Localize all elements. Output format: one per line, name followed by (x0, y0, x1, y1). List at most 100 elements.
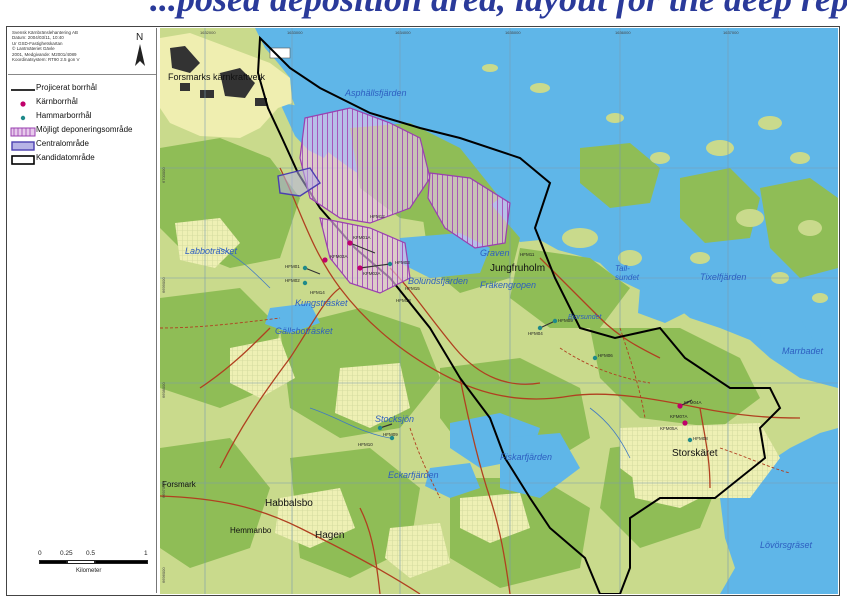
place-label: Gällsboträsket (275, 326, 333, 336)
coordinate-label: 1637000 (723, 30, 739, 35)
borehole-label: HFM04 (528, 331, 543, 336)
roads (160, 167, 801, 594)
central-area-swatch-icon (10, 138, 36, 151)
borehole-label: HFM08 (693, 436, 708, 441)
meta-line: Koordinatsystem: RT90 2.5 gon V (12, 57, 80, 63)
north-arrow-icon (135, 44, 145, 66)
place-label: Eckarfjärden (388, 470, 439, 480)
borehole-label: HFM11 (520, 252, 535, 257)
sea-area (255, 28, 838, 388)
legend-item-hammer-borehole: Hammarborrhål (10, 108, 156, 122)
possible-deposition-area (299, 107, 511, 294)
coordinate-label: 6696000 (161, 567, 166, 583)
place-label: Hemmanbo (230, 526, 272, 535)
scale-tick: 0 (38, 550, 42, 557)
map-metadata: Svensk Kärnbränslehantering AB Datum: 20… (12, 30, 110, 62)
coordinate-label: 6699000 (161, 277, 166, 293)
cropped-title-banner: ...posed deposition area, layout for the… (0, 0, 847, 30)
legend-label: Kandidatområde (36, 152, 95, 162)
place-label: Fiskarfjärden (500, 452, 553, 462)
coordinate-label: 1635000 (505, 30, 521, 35)
central-area (277, 167, 321, 197)
place-label: Storskäret (672, 448, 718, 459)
place-label: Hagen (315, 530, 345, 541)
legend-item-projected-borehole: Projicerat borrhål (10, 80, 156, 94)
place-label: Bjorsundet (568, 314, 602, 321)
borehole-label: KFM07A (670, 414, 688, 419)
borehole-label: HFM05 (558, 318, 573, 323)
borehole-label: HFM15 (405, 286, 420, 291)
coordinate-label: 1634000 (395, 30, 411, 35)
place-label: Bolundsfjärden (408, 276, 469, 286)
line-swatch-icon (10, 82, 36, 92)
scale-tick: 0.25 (60, 550, 73, 557)
place-label: Graven (480, 248, 510, 258)
place-label: Habbalsbo (265, 498, 313, 509)
borehole-label: HFM13 (396, 298, 411, 303)
streams (219, 247, 631, 459)
legend-divider (8, 74, 156, 75)
meta-line: 2001, Medgivande: M2001/4089 (12, 51, 77, 57)
meta-line: Svensk Kärnbränslehantering AB (12, 30, 79, 35)
coordinate-label: 1633000 (287, 30, 303, 35)
legend-label: Möjligt deponeringsområde (36, 124, 133, 134)
place-label: Jungfruholm (490, 263, 546, 274)
scale-segment (95, 560, 148, 564)
coordinate-label: 1636000 (615, 30, 631, 35)
coordinate-label: 6700000 (161, 167, 166, 183)
borehole-label: HFM06 (598, 353, 613, 358)
banner-text: ...posed deposition area, layout for the… (150, 0, 847, 20)
borehole-label: KFM05A (660, 426, 678, 431)
legend-label: Centralområde (36, 138, 89, 148)
hammer-boreholes (302, 261, 693, 443)
borehole-label: KFM02A (363, 271, 381, 276)
place-label: Lövörsgräset (760, 540, 813, 550)
borehole-label: HFM12 (370, 214, 385, 219)
place-label: Fräkengropen (480, 280, 537, 290)
place-label: Tall- sundet (615, 264, 640, 282)
legend-item-candidate-area: Kandidatområde (10, 150, 156, 165)
meta-line: Datum: 2004/03/11, 10:40 (12, 35, 64, 41)
place-label: Stocksjön (375, 414, 415, 424)
legend-list: Projicerat borrhål Kärnborrhål Hammarbor… (10, 80, 156, 165)
coordinate-label: 1632000 (200, 30, 216, 35)
place-label: Tixelfjärden (700, 272, 747, 282)
borehole-label: HFM02 (285, 278, 300, 283)
legend-item-possible-deposition-area: Möjligt deponeringsområde (10, 122, 156, 137)
lakes (265, 233, 815, 498)
dot-teal-icon (10, 110, 36, 121)
borehole-label: HFM03 (395, 260, 410, 265)
legend-item-central-area: Centralområde (10, 136, 156, 151)
scale-segment (39, 560, 67, 564)
legend-label: Hammarborrhål (36, 110, 92, 120)
scale-tick: 1 (144, 550, 148, 557)
scale-segment (67, 560, 95, 564)
north-arrow: N (130, 32, 150, 70)
map-canvas (160, 28, 838, 594)
place-label: Kungsträsket (295, 298, 348, 308)
legend-label: Kärnborrhål (36, 96, 78, 106)
legend-label: Projicerat borrhål (36, 82, 97, 92)
borehole-label: KFM01A (353, 235, 371, 240)
meta-line: © Lantmäteriet Gävle (12, 46, 55, 52)
scale-unit: Kilometer (76, 568, 102, 574)
islands (482, 64, 828, 303)
place-label: Labboträsket (185, 246, 238, 256)
map-area: 1632000 1633000 1634000 1635000 1636000 … (160, 28, 838, 594)
place-label: Forsmarks kärnkraftverk (168, 72, 266, 82)
scale-bar: 0 0.25 0.5 1 Kilometer (38, 550, 154, 590)
sea-southeast (720, 428, 838, 594)
borehole-label: HFM10 (358, 442, 373, 447)
scale-tick: 0.5 (86, 550, 96, 557)
borehole-label: KFM03A (330, 254, 348, 259)
legend-item-core-borehole: Kärnborrhål (10, 94, 156, 108)
coordinate-label: 6698000 (161, 382, 166, 398)
hatch-swatch-icon (10, 124, 36, 137)
borehole-label: HFM09 (383, 432, 398, 437)
dot-magenta-icon (10, 96, 36, 107)
borehole-label: HFM01 (285, 264, 300, 269)
borehole-label: HFM14 (310, 290, 325, 295)
meta-line: Ur GSD-Fastighetskartan (12, 40, 63, 46)
legend-panel: Svensk Kärnbränslehantering AB Datum: 20… (8, 28, 157, 593)
candidate-area-swatch-icon (10, 152, 36, 165)
